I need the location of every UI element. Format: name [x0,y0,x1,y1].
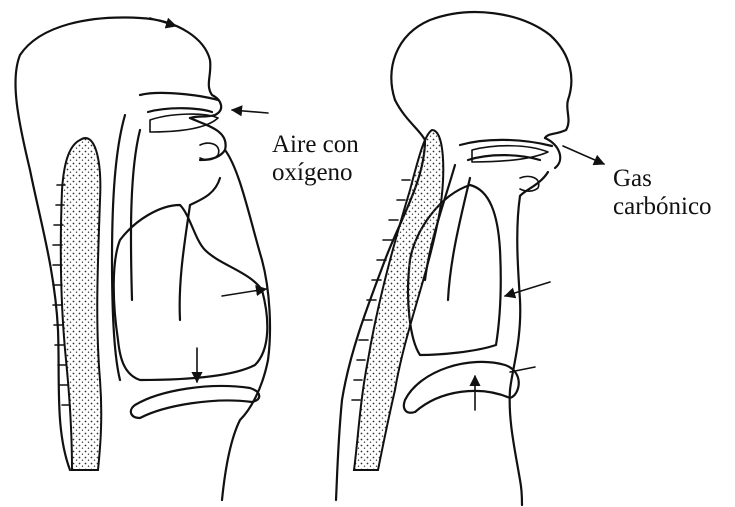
label-exhale-line2: carbónico [613,192,712,221]
left-air-in-arrow [232,110,268,113]
right-front-body [510,196,522,505]
left-spine [61,138,101,470]
right-air-out-arrow [563,146,604,164]
inhalation-figure [15,17,270,500]
left-head-arrow [150,18,176,26]
left-diaphragm [131,386,259,418]
exhalation-figure [336,12,604,505]
left-airway [112,93,218,380]
left-throat [200,143,219,160]
label-exhale-line1: Gas [613,164,652,193]
right-head-outline [391,12,571,138]
left-chest-expand-arrow [222,289,266,296]
left-front-body [222,150,270,500]
right-diaphragm [404,362,519,413]
label-inhale-line2: oxígeno [272,158,353,187]
label-inhale-line1: Aire con [272,130,359,159]
right-chest-contract-arrow [505,282,550,296]
